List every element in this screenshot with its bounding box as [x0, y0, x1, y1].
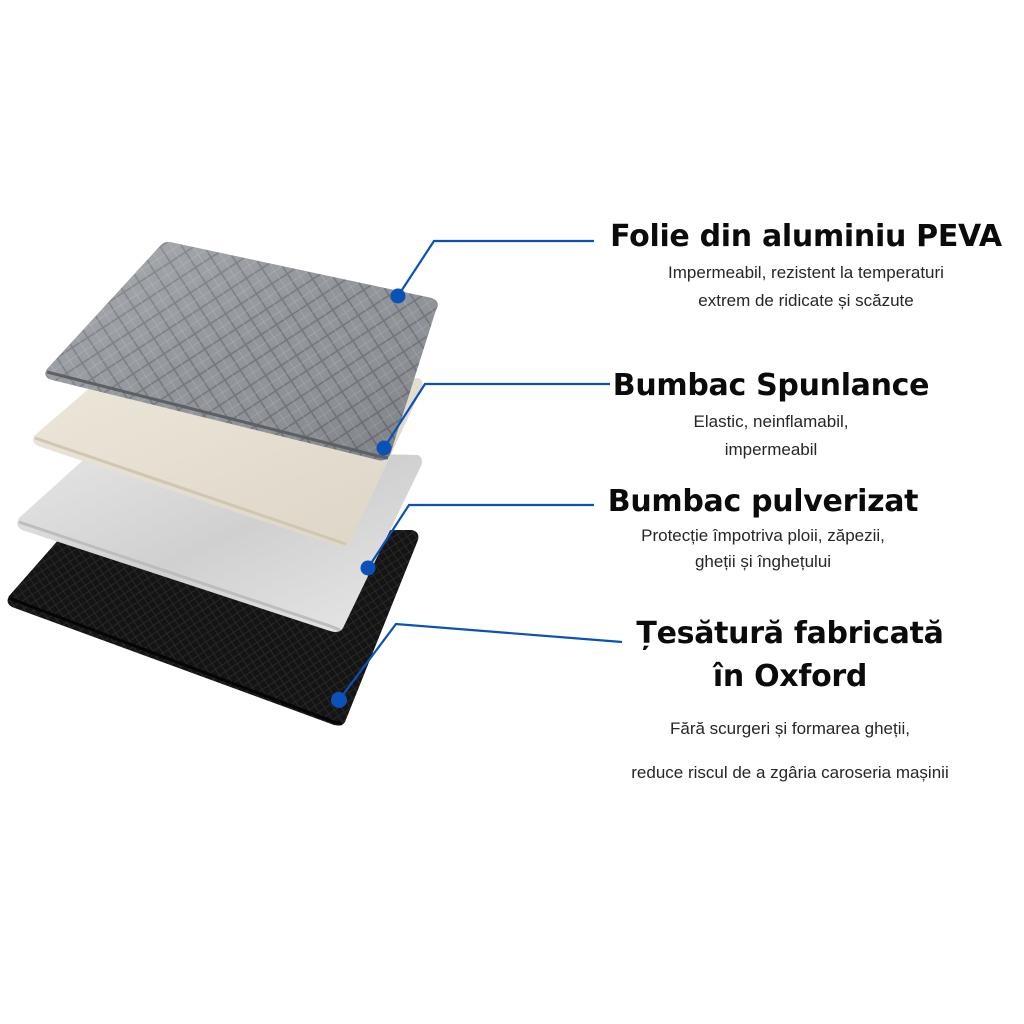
marker-dot-icon: [360, 560, 376, 576]
connector-peva: [390, 239, 594, 304]
layer-description-line: Elastic, neinflamabil,: [693, 412, 849, 431]
layer-title: Bumbac pulverizat: [607, 484, 919, 519]
label-oxford-fabric: Țesătură fabricată în Oxford Fără scurge…: [590, 612, 990, 786]
marker-dot-icon: [390, 288, 406, 304]
layer-description-line: Fără scurgeri și formarea gheții,: [670, 719, 910, 738]
layer-title: Bumbac Spunlance: [612, 368, 930, 403]
label-sprayed-cotton: Bumbac pulverizat Protecție împotriva pl…: [590, 480, 936, 575]
connector-spunlance: [376, 382, 610, 456]
marker-dot-icon: [376, 440, 392, 456]
layer-description-line: Impermeabil, rezistent la temperaturi: [668, 263, 944, 282]
connector-oxford: [331, 622, 623, 708]
label-spunlance-cotton: Bumbac Spunlance Elastic, neinflamabil, …: [606, 364, 936, 463]
layer-description-line: extrem de ridicate și scăzute: [698, 291, 914, 310]
marker-dot-icon: [331, 692, 347, 708]
layer-description-line: Protecție împotriva ploii, zăpezii,: [641, 526, 885, 545]
layer-title: Folie din aluminiu PEVA: [610, 219, 1002, 254]
connector-sprayed-cotton: [360, 503, 594, 576]
layer-description-line: reduce riscul de a zgâria caroseria mași…: [631, 763, 949, 782]
label-peva-foil: Folie din aluminiu PEVA Impermeabil, rez…: [604, 215, 1008, 314]
layer-title-line: Țesătură fabricată: [636, 616, 944, 651]
layer-description-line: gheții și înghețului: [694, 552, 832, 571]
layer-peva-foil: [45, 241, 438, 461]
layer-description-line: impermeabil: [724, 440, 818, 459]
layer-title-line: în Oxford: [712, 659, 868, 694]
